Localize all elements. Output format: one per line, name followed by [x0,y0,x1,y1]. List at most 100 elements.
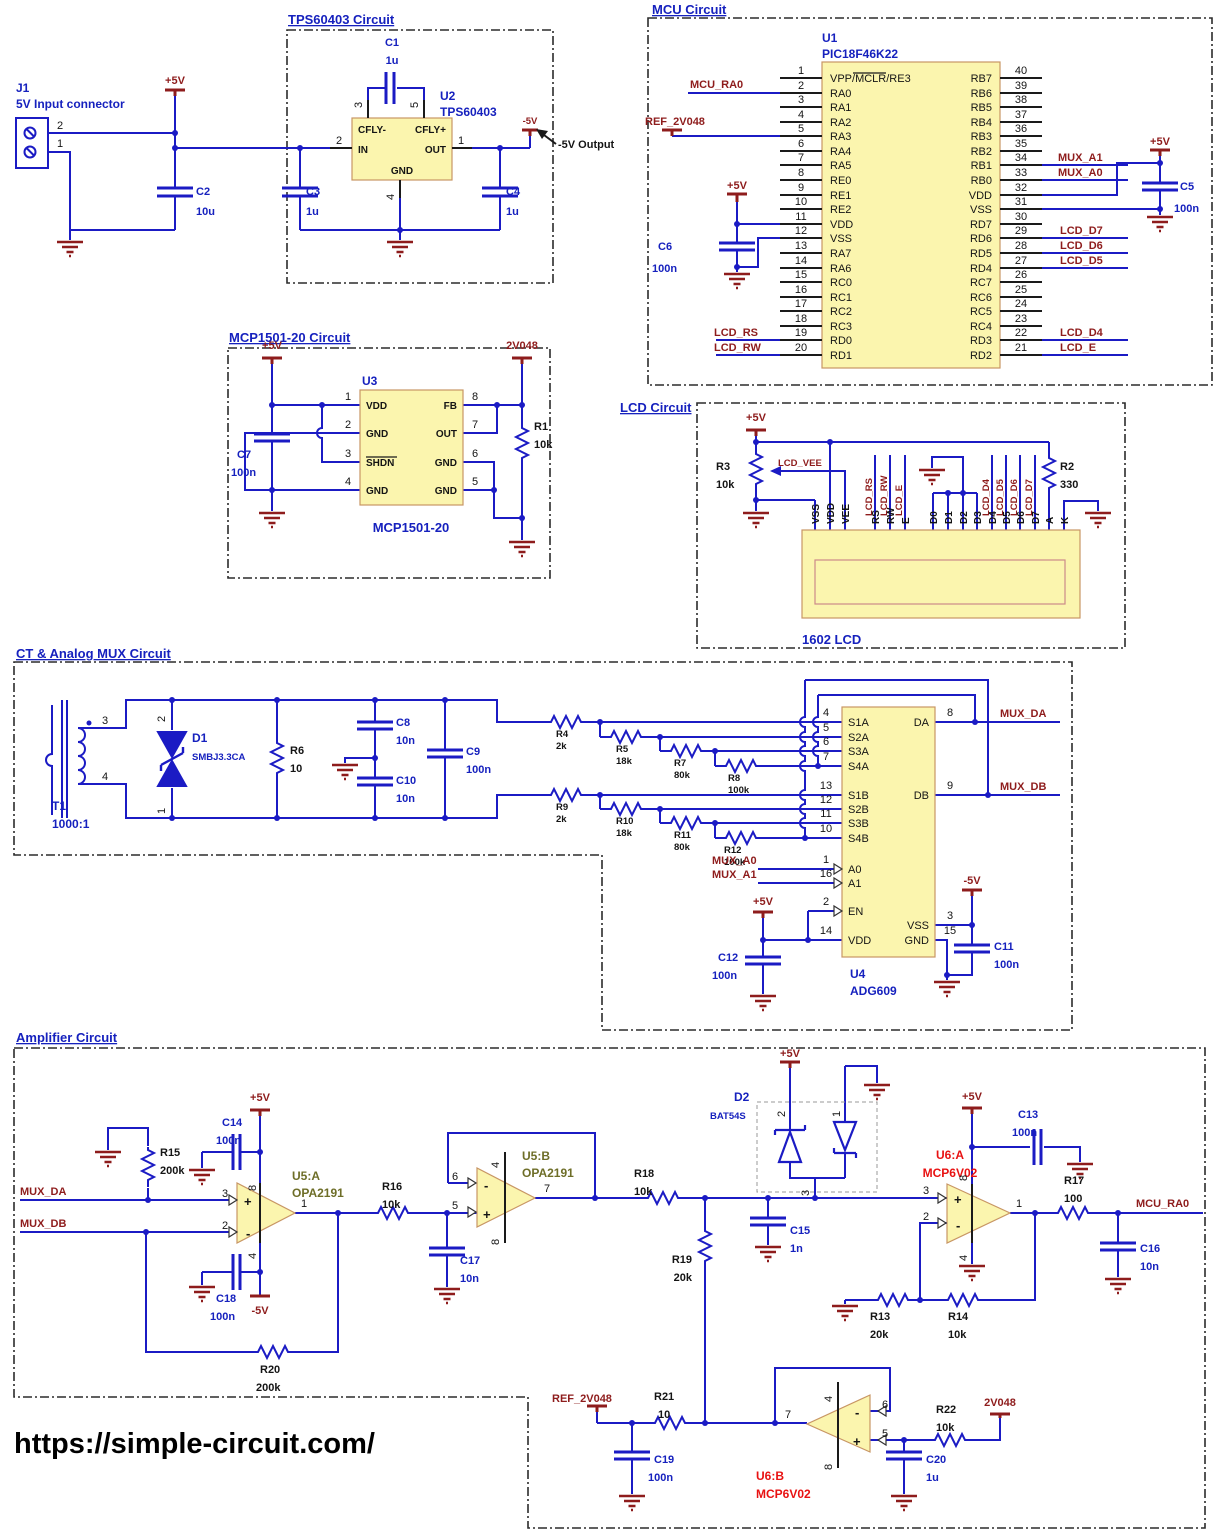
u1-l1: VPP/MCLR/RE3 [830,73,911,85]
u4-part: ADG609 [850,984,897,998]
u4-vdd: VDD [848,935,871,947]
u1-n28: 28 [1015,240,1027,252]
amplifier-box [13,1047,1206,1529]
u2-p1: 1 [458,135,464,147]
u4-p14: 14 [820,925,832,937]
net-lcd-rs: LCD_RS [714,327,758,339]
u4-s1b: S1B [848,790,869,802]
mcu-box [647,17,1213,386]
c4-ref: C4 [506,186,521,198]
u2-cflyp: CFLY+ [415,125,446,136]
lcd-k: K [1060,516,1071,524]
r18-ref: R18 [634,1168,654,1180]
u4-s4a: S4A [848,761,869,773]
u3-p3: 3 [345,448,351,460]
lcd-d4: D4 [988,511,999,524]
r8-resistor [722,759,764,773]
c13-val: 100n [1012,1127,1037,1139]
u1-r35: RB2 [971,146,992,158]
u1-r38: RB5 [971,102,992,114]
u5a-p3: 3 [222,1188,228,1200]
u4-p11: 11 [820,808,831,820]
u5b-p5: 5 [452,1200,458,1212]
u6b-p4: 4 [823,1396,835,1402]
c17-val: 10n [460,1273,479,1285]
r13-val: 20k [870,1329,889,1341]
j1-screw-1 [23,145,37,159]
r7-resistor [667,744,709,758]
j1-desc: 5V Input connector [16,97,125,111]
u4-p12: 12 [820,794,832,806]
u1-n2: 2 [798,80,804,92]
r15-ref: R15 [160,1147,180,1159]
u4-p16: 16 [820,868,832,880]
u6b-p7: 7 [785,1409,791,1421]
u1-n3: 3 [798,94,804,106]
r12-ref: R12 [724,845,741,856]
u5a-plus: + [244,1194,252,1209]
u3-shdn: SHDN [366,458,394,469]
net-lcd-e: LCD_E [1060,342,1096,354]
net-mux-a0-in: MUX_A0 [712,855,757,867]
u6a-opamp [946,1183,1012,1244]
u1-l15: RC0 [830,277,852,289]
c6-ref: C6 [658,241,672,253]
c2-val: 10u [196,206,215,218]
u1-n36: 36 [1015,123,1027,135]
r1-val: 10k [534,439,553,451]
c10-val: 10n [396,793,415,805]
d2-p2: 2 [776,1111,788,1117]
d2-right-cathode [832,1148,858,1158]
u1-n37: 37 [1015,109,1027,121]
r8-ref: R8 [728,773,740,784]
u3-gnd4: GND [366,486,388,497]
u3-p5: 5 [472,476,478,488]
u1-n27: 27 [1015,255,1027,267]
c7-val: 100n [231,467,256,479]
u1-r32: VDD [969,190,992,202]
u1-n24: 24 [1015,298,1027,310]
u4-p13: 13 [820,780,832,792]
u4-a1: A1 [848,878,861,890]
u1-r30: RD7 [970,219,992,231]
u3-gnd6: GND [435,458,457,469]
j1-pin1: 1 [57,138,63,150]
u1-l20: RD1 [830,350,852,362]
u1-r33: RB0 [971,175,992,187]
u4-s3a: S3A [848,746,869,758]
c3-ref: C3 [306,186,320,198]
r6-val: 10 [290,763,302,775]
net-lcd-d5: LCD_D5 [1060,255,1103,267]
u4-s2a: S2A [848,732,869,744]
netv-lcd-rs: LCD_RS [864,478,875,516]
u1-l6: RA4 [830,146,851,158]
netv-lcd-d4: LCD_D4 [981,478,992,516]
c17-ref: C17 [460,1255,480,1267]
r16-ref: R16 [382,1181,402,1193]
arrows [536,129,781,476]
u1-l19: RD0 [830,335,852,347]
d2-outline-box [756,1101,878,1193]
net-mux-a0: MUX_A0 [1058,167,1103,179]
c5-ref: C5 [1180,181,1194,193]
u1-r21: RD2 [970,350,992,362]
pwr-5v-c5: +5V [1150,136,1171,148]
u1-n34: 34 [1015,152,1027,164]
lcd-vdd: VDD [826,503,837,524]
u1-n4: 4 [798,109,804,121]
u3-p7: 7 [472,419,478,431]
c14-val: 100n [216,1135,241,1147]
u3-p4: 4 [345,476,351,488]
u1-l4: RA2 [830,117,851,129]
j1-ref: J1 [16,81,30,95]
u1-r25: RC6 [970,292,992,304]
u2-out: OUT [425,145,446,156]
u4-p5: 5 [823,722,829,734]
u1-r37: RB4 [971,117,992,129]
pwr-2v048-mcp: 2V048 [506,340,538,352]
d2-p3: 3 [800,1190,812,1196]
pwr-5v-lcd: +5V [746,412,767,424]
u1-n15: 15 [795,269,807,281]
r9-ref: R9 [556,802,568,813]
u2-p5: 5 [409,102,421,108]
